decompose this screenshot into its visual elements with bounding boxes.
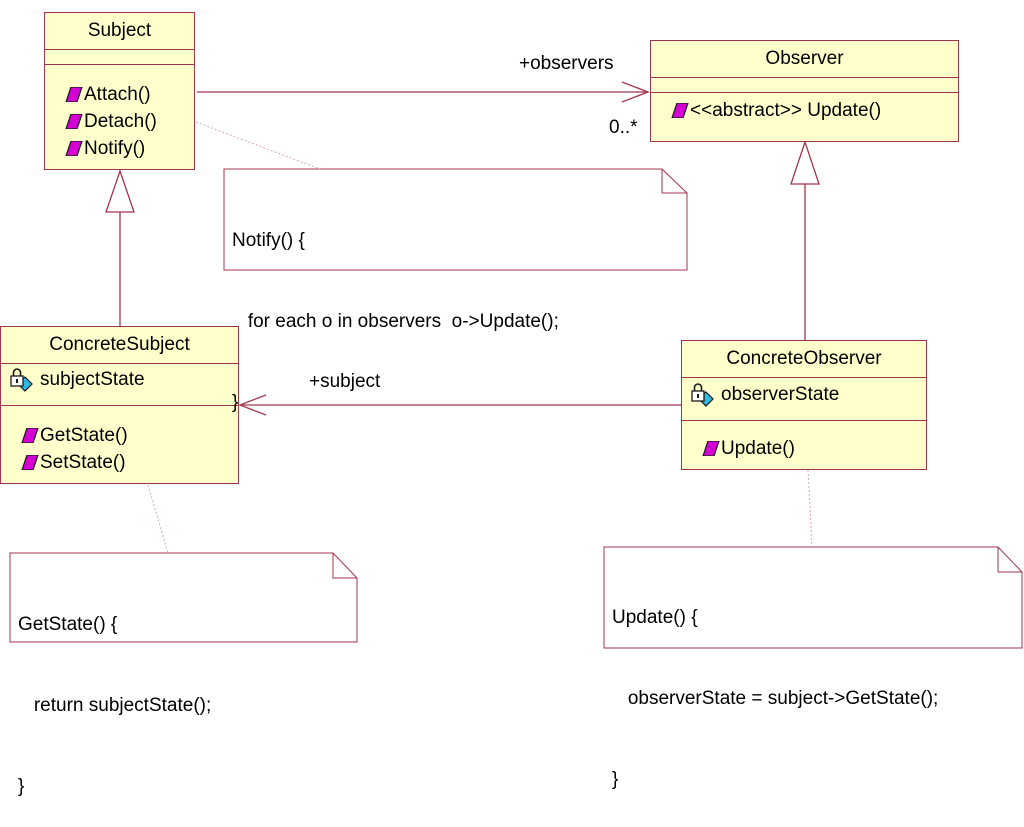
operation-label: Detach() — [84, 110, 157, 132]
operation-label: SetState() — [40, 451, 126, 473]
class-concrete-subject[interactable]: ConcreteSubject subjectState GetState() … — [0, 326, 239, 484]
note-line: } — [232, 392, 239, 413]
operations-compartment: GetState() SetState() — [1, 406, 238, 476]
operation-row[interactable]: Update() — [702, 435, 926, 462]
operations-compartment: <<abstract>> Update() — [651, 93, 958, 124]
operation-label: <<abstract>> Update() — [690, 99, 882, 121]
note-line: } — [612, 769, 619, 790]
operation-label: Notify() — [84, 137, 146, 159]
public-operation-icon — [65, 114, 83, 129]
note-anchor-notify — [195, 121, 321, 170]
operation-row[interactable]: <<abstract>> Update() — [671, 97, 958, 124]
association-subject-arrowhead — [238, 394, 267, 416]
generalization-subject-triangle — [105, 168, 135, 213]
association-observers-arrowhead — [621, 81, 650, 103]
attributes-compartment — [45, 50, 194, 65]
class-concrete-observer[interactable]: ConcreteObserver observerState Update() — [681, 340, 927, 470]
operation-label: Attach() — [84, 83, 151, 105]
association-role-observers: +observers — [519, 53, 614, 74]
public-operation-icon — [702, 441, 720, 456]
note-line: Notify() { — [232, 230, 305, 251]
public-operation-icon — [21, 455, 39, 470]
private-attribute-lock-icon — [691, 382, 714, 407]
class-name: ConcreteSubject — [1, 327, 238, 364]
operation-row[interactable]: Notify() — [65, 135, 194, 162]
attribute-label: subjectState — [40, 368, 145, 390]
class-name: Observer — [651, 41, 958, 78]
note-update[interactable]: Update() { observerState = subject->GetS… — [612, 550, 938, 820]
public-operation-icon — [65, 141, 83, 156]
class-observer[interactable]: Observer <<abstract>> Update() — [650, 40, 959, 142]
note-line: GetState() { — [18, 614, 118, 635]
operation-label: Update() — [721, 437, 795, 459]
note-notify[interactable]: Notify() { for each o in observers o->Up… — [232, 173, 559, 443]
public-operation-icon — [21, 428, 39, 443]
operation-row[interactable]: GetState() — [21, 422, 238, 449]
note-anchor-update — [807, 469, 813, 548]
class-subject[interactable]: Subject Attach() Detach() Notify() — [44, 12, 195, 170]
attribute-row[interactable]: observerState — [690, 381, 926, 408]
attributes-compartment — [651, 78, 958, 93]
attributes-compartment: observerState — [682, 378, 926, 421]
note-anchor-getstate — [147, 484, 169, 554]
note-line: } — [18, 776, 25, 797]
note-getstate[interactable]: GetState() { return subjectState(); } — [18, 557, 211, 827]
association-role-subject: +subject — [309, 371, 381, 392]
attribute-row[interactable]: subjectState — [9, 366, 238, 393]
public-operation-icon — [65, 87, 83, 102]
diagram-canvas — [9, 81, 1023, 649]
note-getstate-box — [9, 552, 358, 643]
public-operation-icon — [671, 103, 689, 118]
note-line: Update() { — [612, 607, 698, 628]
class-name: ConcreteObserver — [682, 341, 926, 378]
note-line: return subjectState(); — [18, 695, 212, 716]
association-multiplicity-observers: 0..* — [609, 117, 638, 138]
operation-row[interactable]: Attach() — [65, 81, 194, 108]
operations-compartment: Attach() Detach() Notify() — [45, 65, 194, 162]
attributes-compartment: subjectState — [1, 364, 238, 406]
note-update-box — [603, 546, 1023, 649]
note-notify-box — [223, 168, 688, 271]
note-line: for each o in observers o->Update(); — [232, 311, 559, 332]
note-line: observerState = subject->GetState(); — [612, 688, 939, 709]
attribute-label: observerState — [721, 383, 840, 405]
private-attribute-lock-icon — [10, 367, 33, 392]
operation-label: GetState() — [40, 424, 128, 446]
generalization-observer-triangle — [790, 139, 820, 185]
operation-row[interactable]: Detach() — [65, 108, 194, 135]
class-name: Subject — [45, 13, 194, 50]
operation-row[interactable]: SetState() — [21, 449, 238, 476]
operations-compartment: Update() — [682, 421, 926, 462]
